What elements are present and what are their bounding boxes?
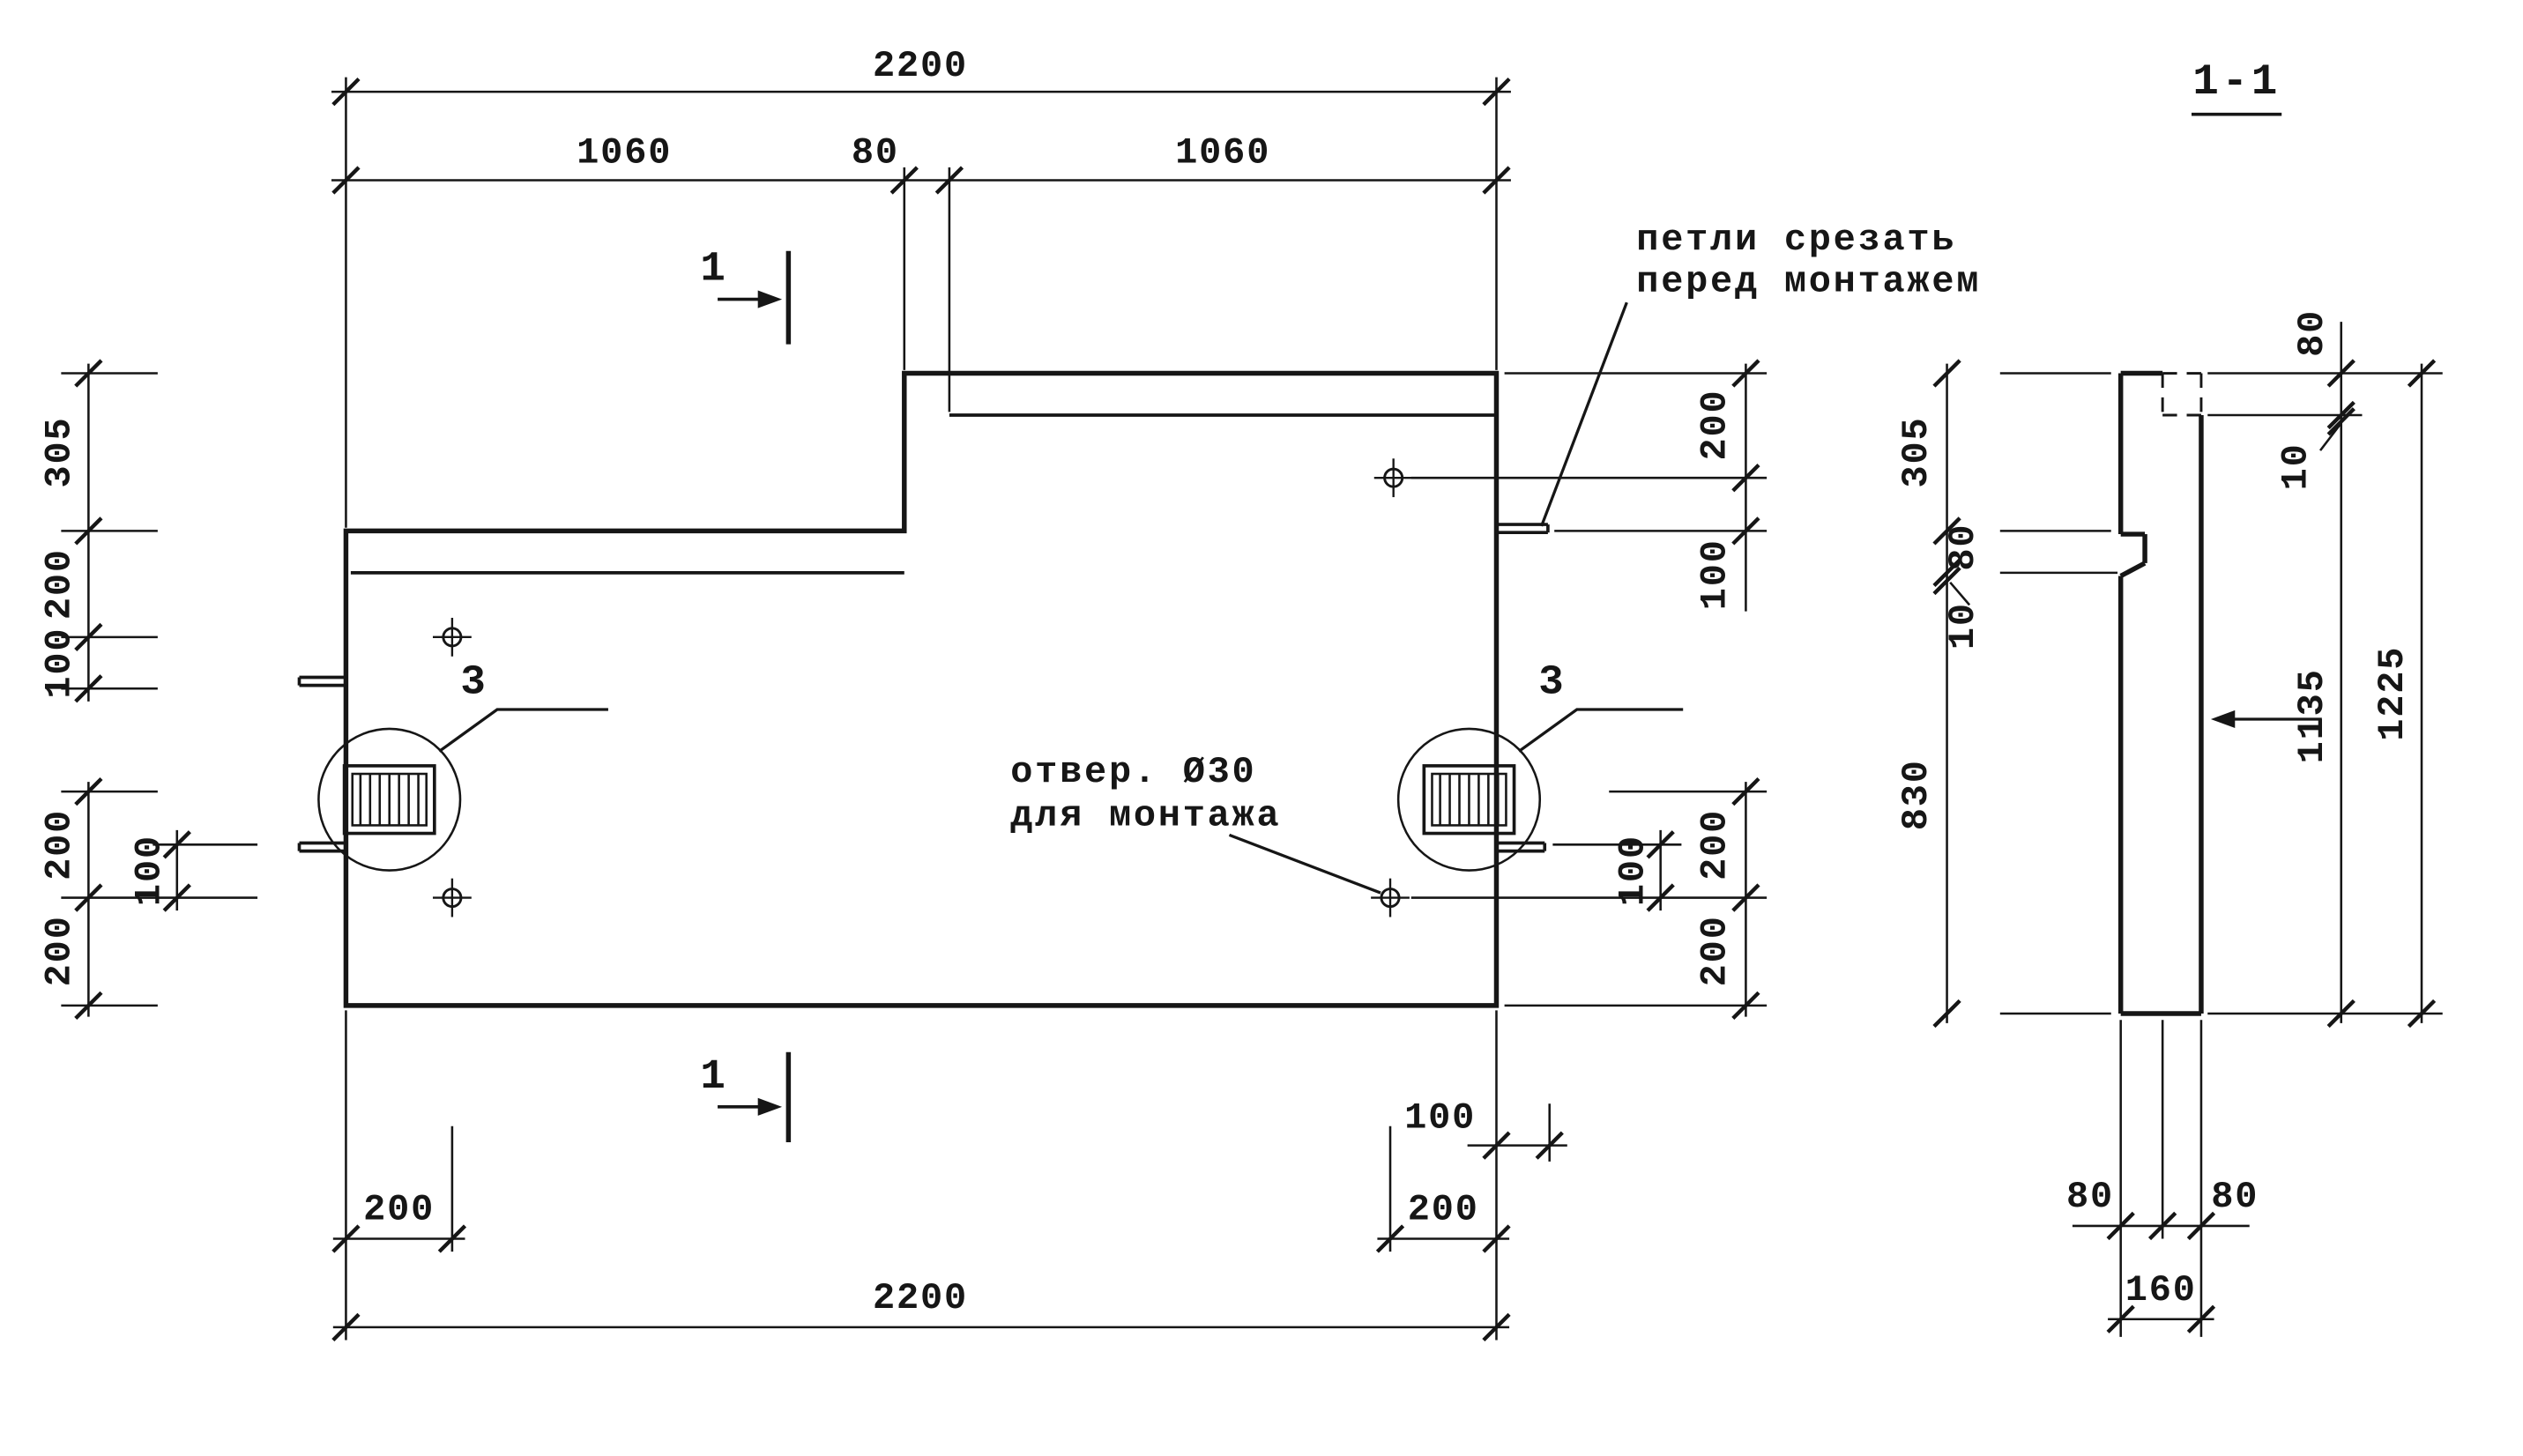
section-title: 1-1 — [2192, 57, 2281, 107]
dim-sec-830: 830 — [1895, 759, 1938, 830]
section-marker-label: 1 — [700, 1053, 725, 1101]
section-profile — [2117, 370, 2204, 1016]
dim-left-305: 305 — [38, 416, 80, 487]
dimensions-right: 200 100 200 200 100 — [1410, 360, 1768, 1019]
dim-sec-1225: 1225 — [2371, 646, 2414, 741]
dim-left-nested-100: 100 — [129, 835, 171, 906]
dim-left-200c: 200 — [38, 915, 80, 986]
dim-right-200a: 200 — [1694, 389, 1737, 460]
detail-marker-label: 3 — [460, 659, 485, 707]
dim-top-right: 1060 — [1175, 131, 1270, 174]
dim-sec-b80r: 80 — [2211, 1176, 2259, 1218]
dim-sec-80l: 80 — [1942, 524, 1984, 571]
note-loops: петли срезать перед монтажем — [1540, 219, 1981, 527]
note-loops-line2: перед монтажем — [1636, 260, 1981, 302]
dim-right-nested-100: 100 — [1612, 835, 1655, 906]
section-dims-right: 80 10 1135 1225 — [2207, 309, 2443, 1027]
note-loops-line1: петли срезать — [1636, 219, 1956, 261]
dim-sec-1135: 1135 — [2291, 668, 2333, 763]
dim-top-overall: 2200 — [873, 45, 968, 87]
lifting-loop-wires — [297, 523, 1550, 853]
dim-sec-305: 305 — [1895, 416, 1938, 487]
dim-sec-80r: 80 — [2291, 309, 2333, 357]
dimensions-left: 305 200 100 200 200 100 — [38, 360, 258, 1019]
note-hole: отвер. Ø30 для монтажа — [1010, 751, 1381, 895]
hole-marker-icon — [431, 616, 473, 658]
hole-marker-icon — [1373, 457, 1415, 499]
section-cut-marker-top: 1 — [700, 246, 792, 345]
dim-sec-b80l: 80 — [2066, 1176, 2114, 1218]
dim-bottom-100: 100 — [1404, 1097, 1476, 1140]
dim-top-mid: 80 — [852, 131, 899, 174]
dim-left-200b: 200 — [38, 809, 80, 880]
note-hole-line2: для монтажа — [1010, 794, 1281, 836]
lifting-loop-anchor-left — [317, 727, 462, 872]
dim-bottom-200l: 200 — [363, 1189, 435, 1231]
dim-right-200c: 200 — [1694, 915, 1737, 986]
section-dims-bottom: 80 80 160 — [2066, 1020, 2259, 1337]
dimensions-bottom: 100 200 200 2200 — [333, 1010, 1567, 1340]
section-dims-left: 305 80 10 830 — [1895, 360, 2118, 1027]
dim-left-100a: 100 — [38, 628, 80, 699]
wall-pointer-arrow-icon — [2210, 709, 2236, 728]
dim-sec-10r: 10 — [2275, 442, 2318, 490]
section-arrow-icon — [757, 1097, 783, 1116]
section-view: 1-1 305 80 10 — [1895, 57, 2443, 1337]
hole-marker-icon — [1369, 877, 1411, 918]
dimensions-top: 2200 1060 80 1060 — [331, 45, 1511, 528]
detail-marker-label: 3 — [1538, 659, 1563, 707]
detail-marker-right: 3 — [1518, 659, 1684, 753]
section-arrow-icon — [757, 290, 783, 308]
lifting-loop-anchor-right — [1396, 727, 1542, 872]
dim-right-100a: 100 — [1694, 539, 1737, 610]
dim-bottom-200r: 200 — [1408, 1189, 1479, 1231]
panel-outline — [343, 370, 1500, 1008]
dim-left-200a: 200 — [38, 548, 80, 620]
section-cut-marker-bottom: 1 — [700, 1051, 792, 1143]
hole-marker-icon — [431, 877, 473, 918]
dim-bottom-overall: 2200 — [873, 1277, 968, 1319]
dim-right-200b: 200 — [1694, 809, 1737, 880]
note-hole-line1: отвер. Ø30 — [1010, 751, 1256, 793]
dim-sec-160: 160 — [2125, 1269, 2197, 1311]
detail-marker-left: 3 — [438, 659, 608, 753]
dim-sec-10l: 10 — [1942, 602, 1984, 650]
section-marker-label: 1 — [700, 246, 725, 293]
dim-top-left: 1060 — [577, 131, 672, 174]
